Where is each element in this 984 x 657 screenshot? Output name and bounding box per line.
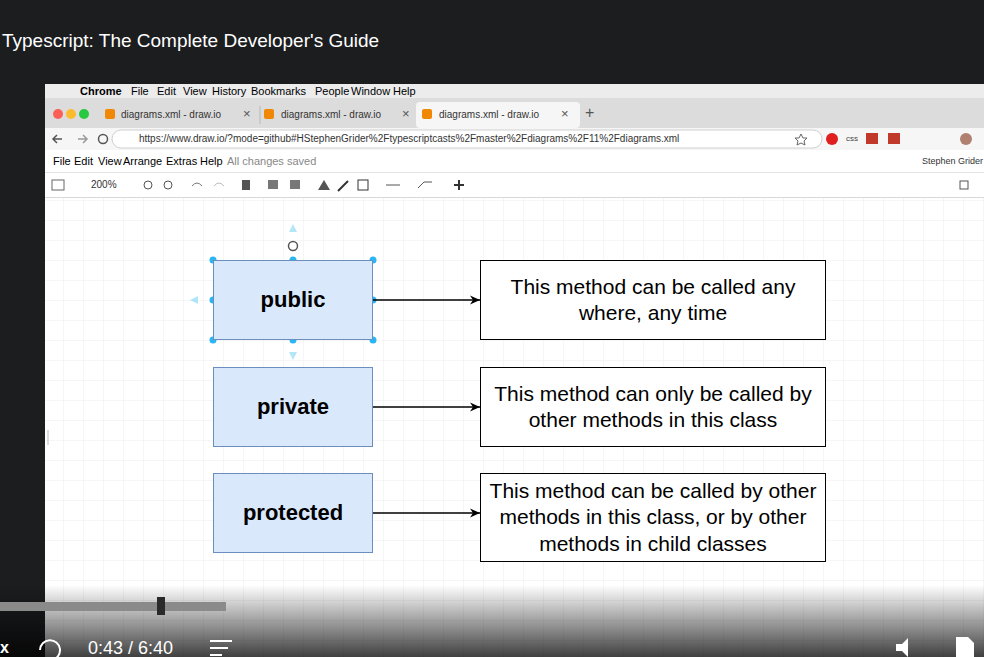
menu-item: Edit <box>157 85 176 98</box>
connector-line <box>373 406 480 407</box>
connector-line <box>373 512 480 513</box>
menu-item: View <box>183 85 207 98</box>
app-menu-item: File <box>53 155 71 168</box>
menu-item: People <box>315 85 349 98</box>
modifier-box: protected <box>213 473 373 553</box>
selection-handles <box>190 224 377 360</box>
arrow-head <box>470 296 480 305</box>
description-box: This method can only be called by other … <box>480 367 826 447</box>
menu-item: Bookmarks <box>251 85 306 98</box>
tab-title: diagrams.xml - draw.io <box>121 109 221 121</box>
ui-text: All changes saved <box>227 155 316 168</box>
description-box: This method can be called any where, any… <box>480 260 826 340</box>
ui-text: 200% <box>91 179 117 191</box>
tab-control: × <box>243 107 251 122</box>
arrow-connector <box>373 509 480 518</box>
ui-text: Stephen Grider <box>922 156 983 166</box>
arrow-head <box>470 509 480 518</box>
description-box: This method can be called by other metho… <box>480 473 826 562</box>
description-text: This method can be called any where, any… <box>481 272 825 329</box>
menu-item: Help <box>393 85 416 98</box>
arrow-connector <box>373 403 480 412</box>
menu-item: Window <box>351 85 390 98</box>
tab-control: + <box>585 104 594 122</box>
arrow-head <box>470 403 480 412</box>
app-menu-item: View <box>98 155 122 168</box>
ui-text: css <box>846 134 858 143</box>
menu-item: Chrome <box>80 85 122 98</box>
menu-item: File <box>131 85 149 98</box>
modifier-name: public <box>261 287 326 313</box>
video-time: 0:43 / 6:40 <box>88 638 173 657</box>
course-title: Typescript: The Complete Developer's Gui… <box>2 30 379 53</box>
modifier-name: private <box>257 394 329 420</box>
description-text: This method can only be called by other … <box>481 379 825 436</box>
app-menu-item: Help <box>200 155 223 168</box>
url-text: https://www.draw.io/?mode=github#HStephe… <box>139 133 679 145</box>
tab-title: diagrams.xml - draw.io <box>281 109 381 121</box>
description-text: This method can be called by other metho… <box>481 476 825 559</box>
modifier-box: public <box>213 260 373 340</box>
ui-text: x <box>0 639 9 657</box>
tab-control: × <box>402 107 410 122</box>
app-menu-item: Extras <box>166 155 197 168</box>
app-menu-item: Edit <box>74 155 93 168</box>
modifier-box: private <box>213 367 373 447</box>
tab-control: × <box>561 107 569 122</box>
app-menu-item: Arrange <box>123 155 162 168</box>
connector-line <box>373 299 480 300</box>
tab-title: diagrams.xml - draw.io <box>439 109 539 121</box>
menu-item: History <box>212 85 246 98</box>
modifier-name: protected <box>243 500 343 526</box>
arrow-connector <box>373 296 480 305</box>
